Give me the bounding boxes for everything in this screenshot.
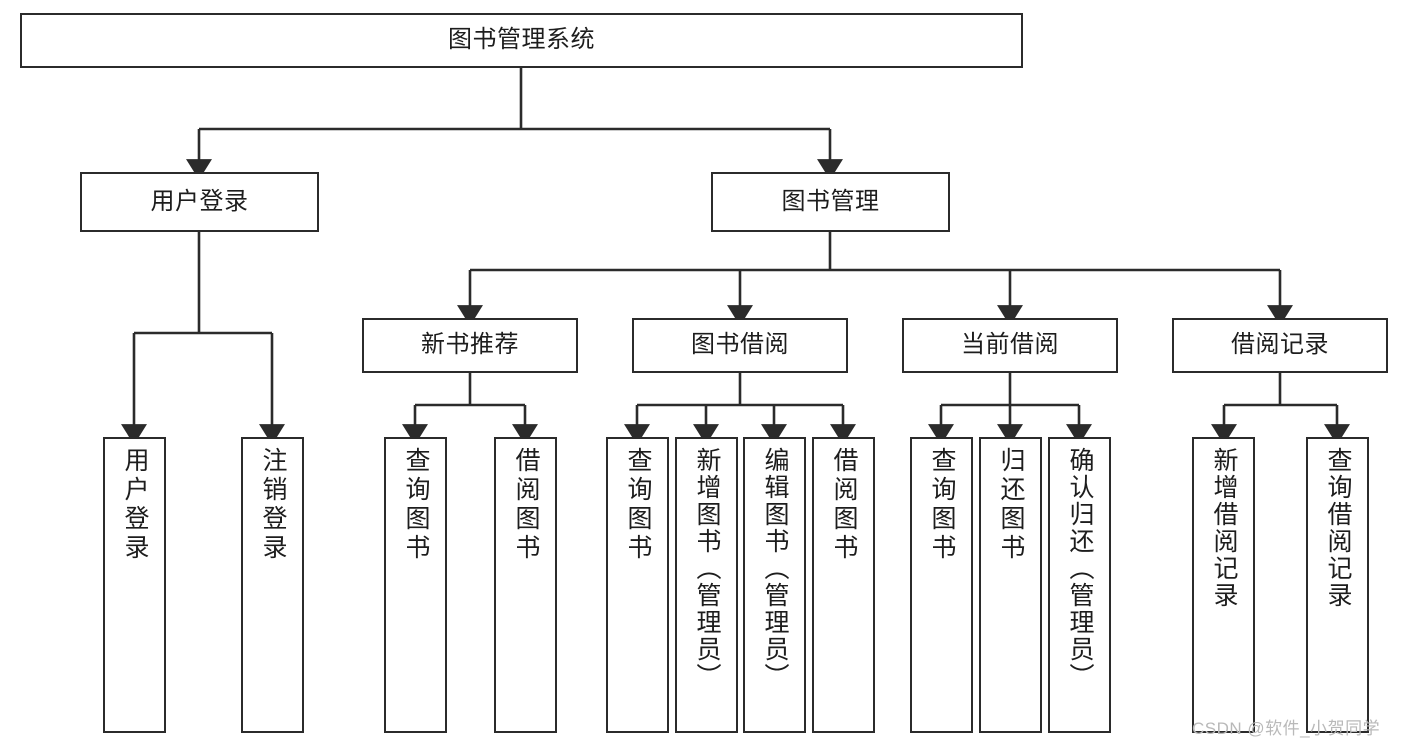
- leaf-add-book[interactable]: 新增图书（管理员）: [675, 437, 738, 733]
- leaf-query-book-1-label: 查询图书: [402, 447, 430, 563]
- node-book-borrow[interactable]: 图书借阅: [632, 318, 848, 373]
- leaf-borrow-book-2-label: 借阅图书: [830, 447, 858, 563]
- leaf-query-book-2[interactable]: 查询图书: [606, 437, 669, 733]
- leaf-query-record-label: 查询借阅记录: [1324, 447, 1352, 609]
- leaf-return-book-label: 归还图书: [997, 447, 1025, 563]
- node-user-login-label: 用户登录: [150, 187, 249, 215]
- leaf-confirm-return[interactable]: 确认归还（管理员）: [1048, 437, 1111, 733]
- leaf-add-book-label: 新增图书（管理员）: [693, 447, 721, 690]
- leaf-logout-login[interactable]: 注销登录: [241, 437, 304, 733]
- node-user-login[interactable]: 用户登录: [80, 172, 319, 232]
- node-current-borrow-label: 当前借阅: [961, 331, 1059, 359]
- node-new-book-recommend-label: 新书推荐: [421, 331, 519, 359]
- leaf-add-record[interactable]: 新增借阅记录: [1192, 437, 1255, 733]
- node-book-manage[interactable]: 图书管理: [711, 172, 950, 232]
- leaf-user-login-label: 用户登录: [121, 447, 149, 563]
- leaf-borrow-book-2[interactable]: 借阅图书: [812, 437, 875, 733]
- node-current-borrow[interactable]: 当前借阅: [902, 318, 1118, 373]
- leaf-borrow-book-1[interactable]: 借阅图书: [494, 437, 557, 733]
- leaf-query-book-1[interactable]: 查询图书: [384, 437, 447, 733]
- node-book-manage-label: 图书管理: [781, 187, 880, 215]
- node-borrow-record[interactable]: 借阅记录: [1172, 318, 1388, 373]
- leaf-return-book[interactable]: 归还图书: [979, 437, 1042, 733]
- node-root[interactable]: 图书管理系统: [20, 13, 1023, 68]
- leaf-confirm-return-label: 确认归还（管理员）: [1066, 447, 1094, 690]
- leaf-edit-book-label: 编辑图书（管理员）: [761, 447, 789, 690]
- leaf-add-record-label: 新增借阅记录: [1210, 447, 1238, 609]
- node-root-label: 图书管理系统: [448, 26, 595, 54]
- leaf-query-record[interactable]: 查询借阅记录: [1306, 437, 1369, 733]
- leaf-edit-book[interactable]: 编辑图书（管理员）: [743, 437, 806, 733]
- leaf-query-book-3-label: 查询图书: [928, 447, 956, 563]
- leaf-logout-login-label: 注销登录: [259, 447, 287, 563]
- leaf-user-login[interactable]: 用户登录: [103, 437, 166, 733]
- leaf-query-book-2-label: 查询图书: [624, 447, 652, 563]
- node-book-borrow-label: 图书借阅: [691, 331, 789, 359]
- node-borrow-record-label: 借阅记录: [1231, 331, 1329, 359]
- leaf-query-book-3[interactable]: 查询图书: [910, 437, 973, 733]
- leaf-borrow-book-1-label: 借阅图书: [512, 447, 540, 563]
- node-new-book-recommend[interactable]: 新书推荐: [362, 318, 578, 373]
- csdn-watermark: CSDN @软件_小贺同学: [1192, 719, 1381, 738]
